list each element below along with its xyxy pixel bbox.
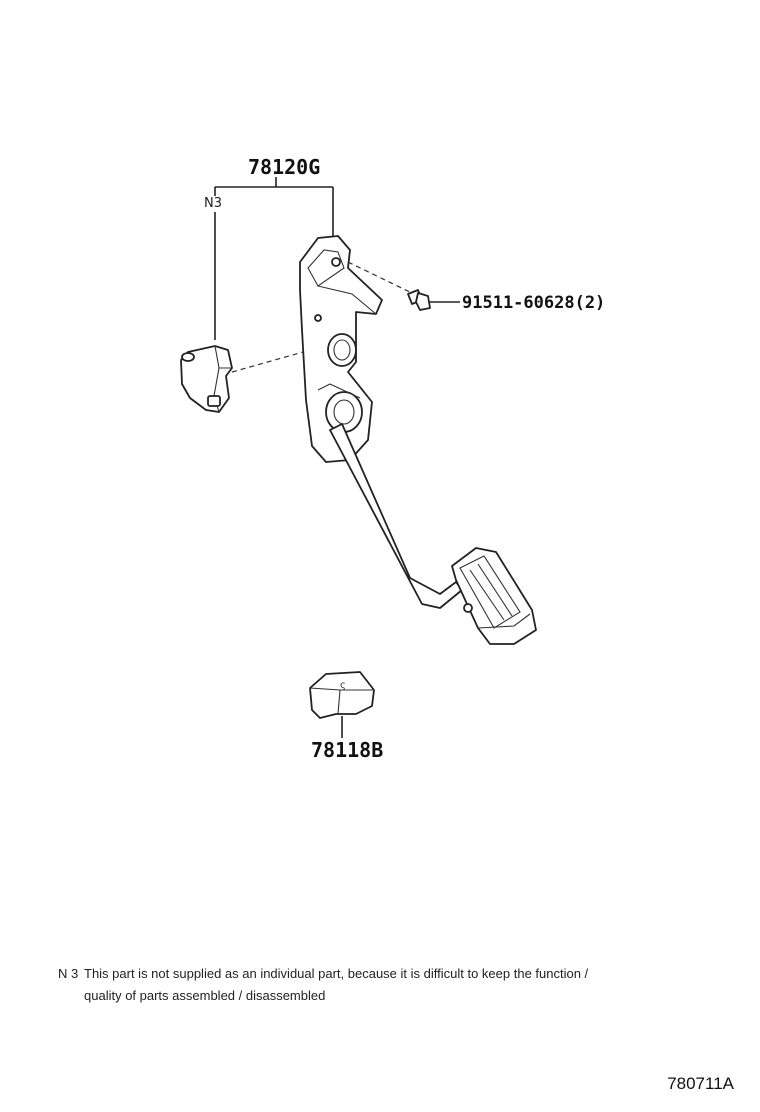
footnote-line-2: quality of parts assembled / disassemble…	[84, 988, 326, 1003]
catalog-number: 780711A	[667, 1074, 734, 1093]
assembly-leader	[214, 177, 334, 340]
pad-part-number: 78118B	[311, 738, 383, 762]
note-marker: N3	[204, 196, 222, 211]
footnote: N 3 This part is not supplied as an indiv…	[58, 963, 718, 1007]
footnote-line-1: This part is not supplied as an individu…	[84, 966, 589, 981]
footnote-code: N 3	[58, 966, 79, 981]
svg-text:ς: ς	[340, 680, 346, 691]
assembly-part-number: 78120G	[248, 155, 320, 179]
bolt-icon	[347, 261, 460, 311]
pedal-sensor-icon	[180, 345, 233, 413]
bolt-part-number: 91511-60628(2)	[462, 293, 605, 313]
accelerator-pedal-icon	[299, 235, 537, 645]
pedal-pad-icon: ς	[309, 671, 375, 738]
